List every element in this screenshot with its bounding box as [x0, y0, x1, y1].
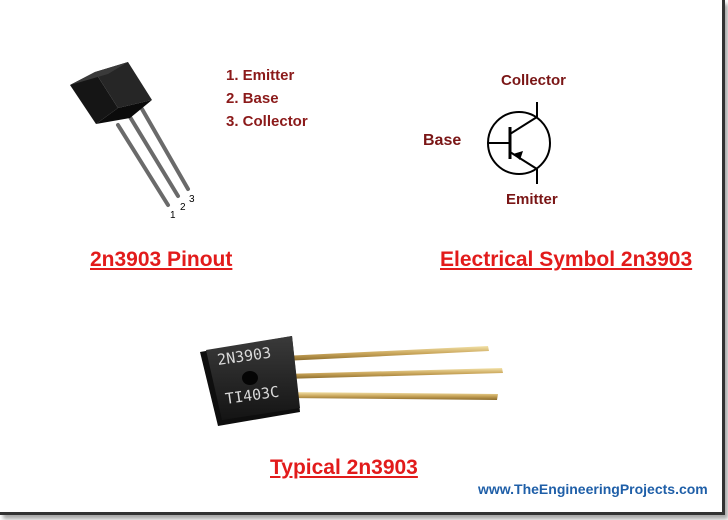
- pin-item-base: 2. Base: [226, 90, 279, 107]
- lead-1: [116, 123, 170, 207]
- watermark-link[interactable]: www.TheEngineeringProjects.com: [478, 481, 708, 497]
- lead-number-1: 1: [170, 210, 176, 221]
- emitter-label: Emitter: [506, 191, 558, 208]
- collector-label: Collector: [501, 72, 567, 89]
- package-side: [70, 72, 118, 124]
- pinout-caption: 2n3903 Pinout: [90, 248, 233, 271]
- photo-body-dimple: [242, 371, 258, 385]
- base-label: Base: [423, 132, 462, 149]
- symbol-caption: Electrical Symbol 2n3903: [440, 248, 693, 271]
- package-top: [70, 62, 128, 85]
- pin-item-emitter: 1. Emitter: [226, 67, 295, 84]
- lead-3: [140, 107, 190, 191]
- emitter-arrow-icon: [513, 151, 523, 160]
- photo-lead-bottom: [283, 392, 498, 400]
- package-bottom: [96, 100, 152, 124]
- pnp-transistor-symbol: [487, 102, 551, 184]
- photo-lead-middle: [283, 368, 503, 379]
- photo-lead-top: [283, 346, 489, 361]
- lead-number-2: 2: [180, 202, 186, 213]
- to92-package-drawing: 1 2 3: [70, 62, 195, 221]
- lead-number-3: 3: [189, 194, 195, 205]
- pin-list: 1. Emitter 2. Base 3. Collector: [226, 64, 308, 133]
- package-flat-face: [95, 62, 152, 108]
- lead-2: [128, 115, 180, 198]
- pin-item-collector: 3. Collector: [226, 113, 308, 130]
- collector-line: [509, 116, 538, 135]
- typical-caption: Typical 2n3903: [270, 456, 418, 479]
